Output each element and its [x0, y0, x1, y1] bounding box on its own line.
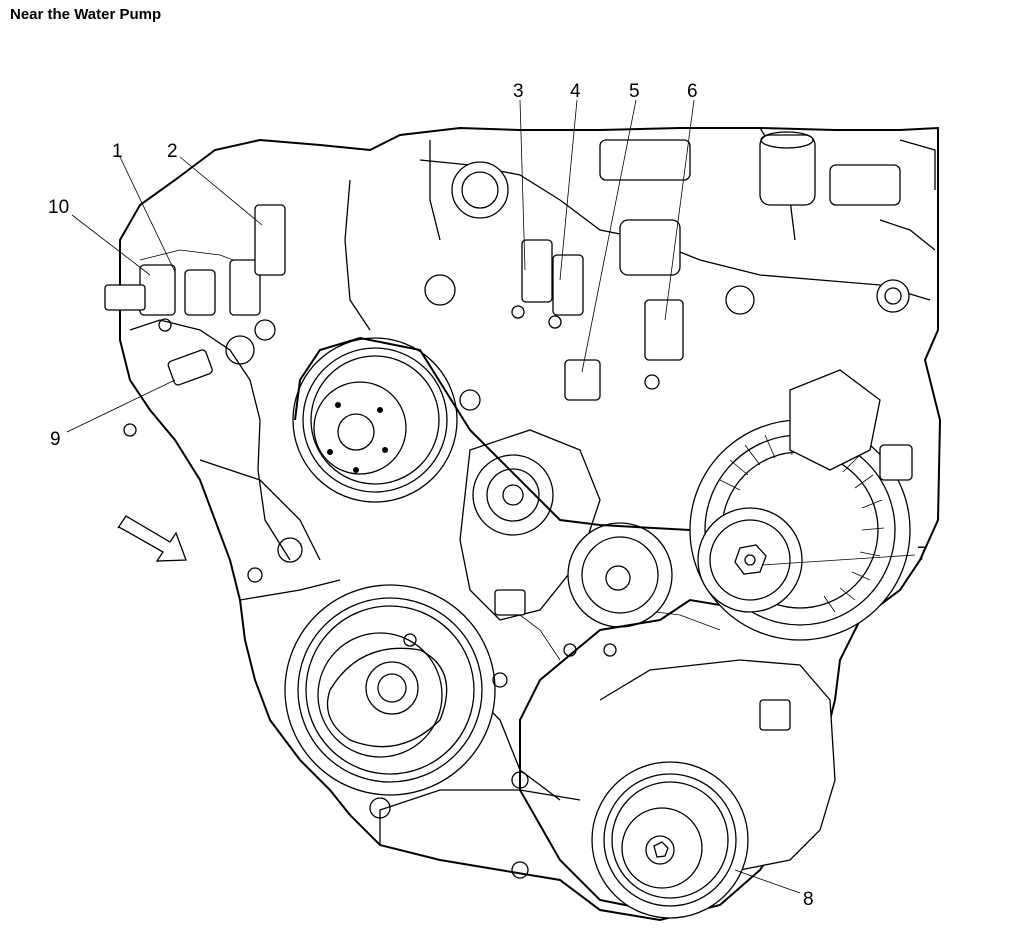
callout-1: 1: [112, 141, 123, 162]
callout-4: 4: [570, 81, 581, 102]
crankshaft-balancer: [284, 584, 496, 796]
ac-compressor: [591, 659, 836, 919]
callout-9: 9: [50, 429, 61, 450]
water-pump-pulley: [292, 337, 458, 503]
callout-10: 10: [48, 197, 69, 218]
callout-5: 5: [629, 81, 640, 102]
callout-labels: 1 2 3 4 5 6 7 8 9 10: [48, 81, 928, 910]
page-title: Near the Water Pump: [10, 6, 162, 23]
leader-lines: [66, 99, 916, 894]
callout-8: 8: [803, 889, 814, 910]
upper-injectors: [424, 219, 755, 401]
bolts: [123, 389, 617, 879]
belt-tensioner: [459, 429, 601, 621]
generator: [689, 369, 913, 641]
callout-3: 3: [513, 81, 524, 102]
idler-pulley: [567, 522, 673, 628]
callout-7: 7: [917, 544, 928, 565]
callout-2: 2: [167, 141, 178, 162]
left-injectors: [104, 204, 286, 386]
view-direction-arrow-icon: [117, 515, 187, 562]
callout-6: 6: [687, 81, 698, 102]
